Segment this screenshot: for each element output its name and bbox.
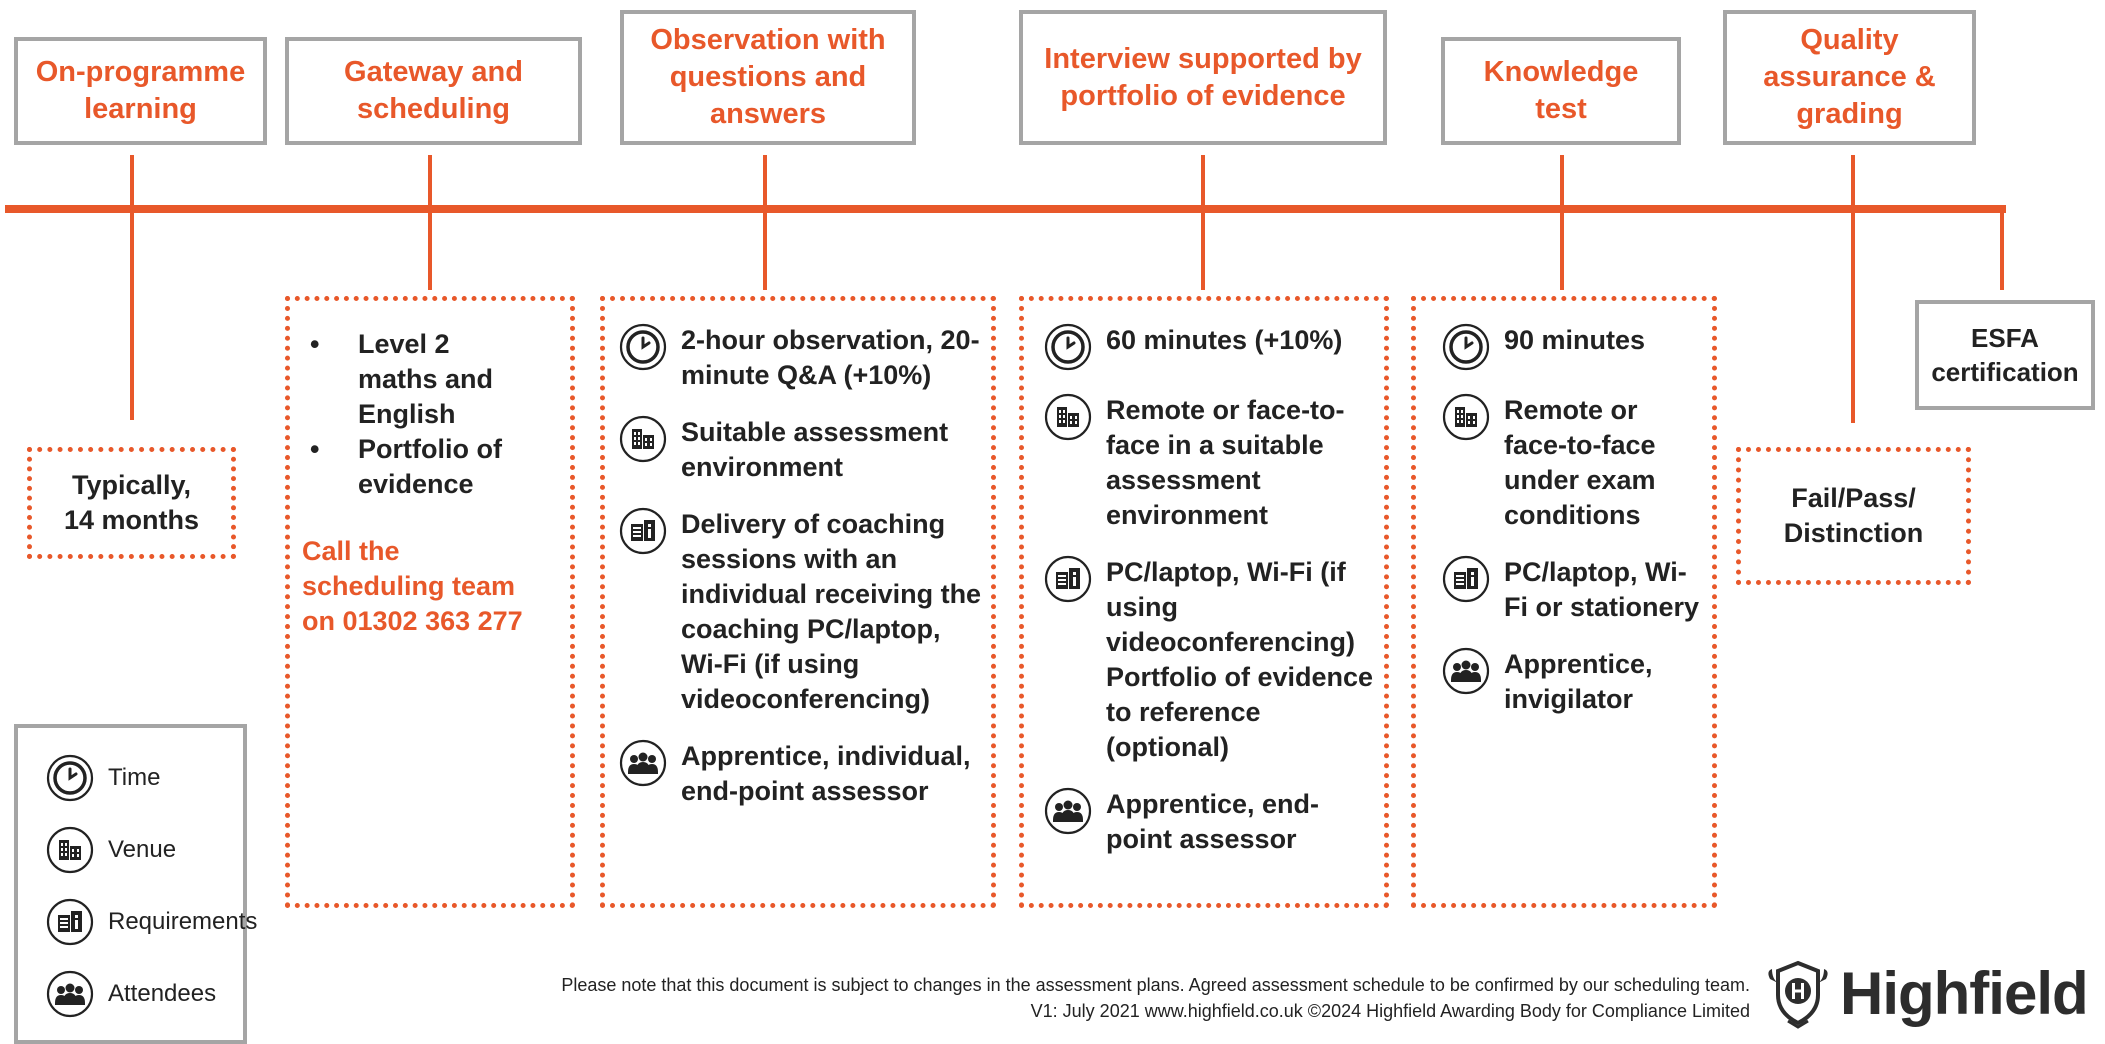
knowledge-venue: Remote or face-to-face under exam condit… bbox=[1504, 395, 1656, 530]
interview-time: 60 minutes (+10%) bbox=[1106, 325, 1343, 355]
interview-attendees-row: Apprentice, end-point assessor bbox=[1044, 787, 1376, 857]
gateway-bullet: • Portfolio of evidence bbox=[302, 432, 558, 502]
observation-time: 2-hour observation, 20-minute Q&A (+10%) bbox=[681, 325, 980, 390]
quality-grades-box: Fail/Pass/ Distinction bbox=[1736, 447, 1971, 585]
connector-quality bbox=[1851, 155, 1855, 423]
attendees-icon bbox=[46, 970, 94, 1018]
legend-item-requirements: Requirements bbox=[46, 886, 257, 958]
knowledge-requirements-row: PC/laptop, Wi-Fi or stationery bbox=[1442, 555, 1704, 625]
gateway-bullet-text: Portfolio of evidence bbox=[358, 434, 502, 499]
gateway-bullet-text: Level 2 maths and English bbox=[358, 329, 494, 429]
stage-onprog: On-programme learning bbox=[14, 37, 267, 145]
requirements-icon bbox=[46, 898, 94, 946]
stage-label: Gateway and scheduling bbox=[344, 56, 523, 125]
interview-box: 60 minutes (+10%) Remote or face-to-face… bbox=[1019, 296, 1389, 908]
clock-icon bbox=[1442, 323, 1490, 371]
stage-interview: Interview supported by portfolio of evid… bbox=[1019, 10, 1387, 145]
stage-label: Interview supported by portfolio of evid… bbox=[1044, 42, 1362, 112]
connector-onprog bbox=[130, 155, 134, 420]
interview-time-row: 60 minutes (+10%) bbox=[1044, 323, 1376, 371]
legend-label: Time bbox=[108, 764, 161, 791]
knowledge-attendees: Apprentice, invigilator bbox=[1504, 649, 1653, 714]
knowledge-attendees-row: Apprentice, invigilator bbox=[1442, 647, 1704, 717]
observation-attendees: Apprentice, individual, end-point assess… bbox=[681, 741, 971, 806]
knowledge-requirements: PC/laptop, Wi-Fi or stationery bbox=[1504, 557, 1700, 622]
stage-label: On-programme learning bbox=[35, 56, 246, 125]
interview-requirements: PC/laptop, Wi-Fi (if using videoconferen… bbox=[1106, 557, 1374, 762]
footer-line-2: V1: July 2021 www.highfield.co.uk ©2024 … bbox=[1030, 1001, 1750, 1021]
clock-icon bbox=[619, 323, 667, 371]
legend-label: Venue bbox=[108, 836, 177, 863]
footer-line-1: Please note that this document is subjec… bbox=[561, 975, 1750, 995]
legend-item-attendees: Attendees bbox=[46, 958, 243, 1030]
requirements-icon bbox=[619, 507, 667, 555]
connector-interview bbox=[1201, 155, 1205, 290]
observation-venue-row: Suitable assessment environment bbox=[619, 415, 983, 485]
knowledge-time: 90 minutes bbox=[1504, 325, 1646, 355]
interview-venue: Remote or face-to-face in a suitable ass… bbox=[1106, 395, 1345, 530]
observation-time-row: 2-hour observation, 20-minute Q&A (+10%) bbox=[619, 323, 983, 393]
stage-gateway: Gateway and scheduling bbox=[285, 37, 582, 145]
observation-attendees-row: Apprentice, individual, end-point assess… bbox=[619, 739, 983, 809]
interview-requirements-row: PC/laptop, Wi-Fi (if using videoconferen… bbox=[1044, 555, 1376, 765]
stage-label: Quality assurance & grading bbox=[1763, 24, 1936, 130]
footer-note: Please note that this document is subjec… bbox=[300, 972, 1750, 1024]
observation-box: 2-hour observation, 20-minute Q&A (+10%)… bbox=[600, 296, 996, 908]
knowledge-time-row: 90 minutes bbox=[1442, 323, 1704, 371]
onprog-duration: Typically, 14 months bbox=[63, 470, 200, 535]
shield-icon bbox=[1768, 960, 1828, 1029]
clock-icon bbox=[1044, 323, 1092, 371]
esfa-box: ESFA certification bbox=[1915, 300, 2095, 410]
building-icon bbox=[46, 826, 94, 874]
requirements-icon bbox=[1044, 555, 1092, 603]
building-icon bbox=[619, 415, 667, 463]
legend-box: Time Venue Requirements Attendees bbox=[14, 724, 257, 1044]
gateway-box: • Level 2 maths and English • Portfolio … bbox=[285, 296, 575, 908]
stage-knowledge: Knowledge test bbox=[1441, 37, 1681, 145]
stage-label: Observation with questions and answers bbox=[650, 24, 886, 130]
requirements-icon bbox=[1442, 555, 1490, 603]
connector-gateway bbox=[428, 155, 432, 290]
stage-label: Knowledge test bbox=[1483, 56, 1639, 125]
building-icon bbox=[1044, 393, 1092, 441]
interview-attendees: Apprentice, end-point assessor bbox=[1106, 789, 1320, 854]
attendees-icon bbox=[619, 739, 667, 787]
stage-quality: Quality assurance & grading bbox=[1723, 10, 1976, 145]
stage-observation: Observation with questions and answers bbox=[620, 10, 916, 145]
timeline-end-tick bbox=[2000, 205, 2004, 290]
attendees-icon bbox=[1442, 647, 1490, 695]
highfield-logo: Highfield bbox=[1762, 955, 2102, 1031]
gateway-bullet: • Level 2 maths and English bbox=[302, 327, 558, 432]
connector-knowledge bbox=[1560, 155, 1564, 290]
quality-grades: Fail/Pass/ Distinction bbox=[1783, 483, 1924, 548]
knowledge-venue-row: Remote or face-to-face under exam condit… bbox=[1442, 393, 1704, 533]
knowledge-box: 90 minutes Remote or face-to-face under … bbox=[1411, 296, 1717, 908]
onprog-duration-box: Typically, 14 months bbox=[27, 447, 236, 559]
legend-label: Requirements bbox=[108, 908, 258, 935]
esfa-label: ESFA certification bbox=[1931, 323, 2079, 387]
gateway-call: Call the scheduling team on 01302 363 27… bbox=[302, 536, 523, 636]
legend-label: Attendees bbox=[108, 980, 217, 1007]
observation-venue: Suitable assessment environment bbox=[681, 417, 949, 482]
building-icon bbox=[1442, 393, 1490, 441]
legend-item-time: Time bbox=[46, 742, 243, 814]
connector-observation bbox=[763, 155, 767, 290]
observation-requirements-row: Delivery of coaching sessions with an in… bbox=[619, 507, 983, 717]
observation-requirements: Delivery of coaching sessions with an in… bbox=[681, 509, 982, 714]
clock-icon bbox=[46, 754, 94, 802]
timeline-line bbox=[5, 205, 2006, 213]
interview-venue-row: Remote or face-to-face in a suitable ass… bbox=[1044, 393, 1376, 533]
attendees-icon bbox=[1044, 787, 1092, 835]
brand-name: Highfield bbox=[1840, 959, 2089, 1027]
legend-item-venue: Venue bbox=[46, 814, 243, 886]
